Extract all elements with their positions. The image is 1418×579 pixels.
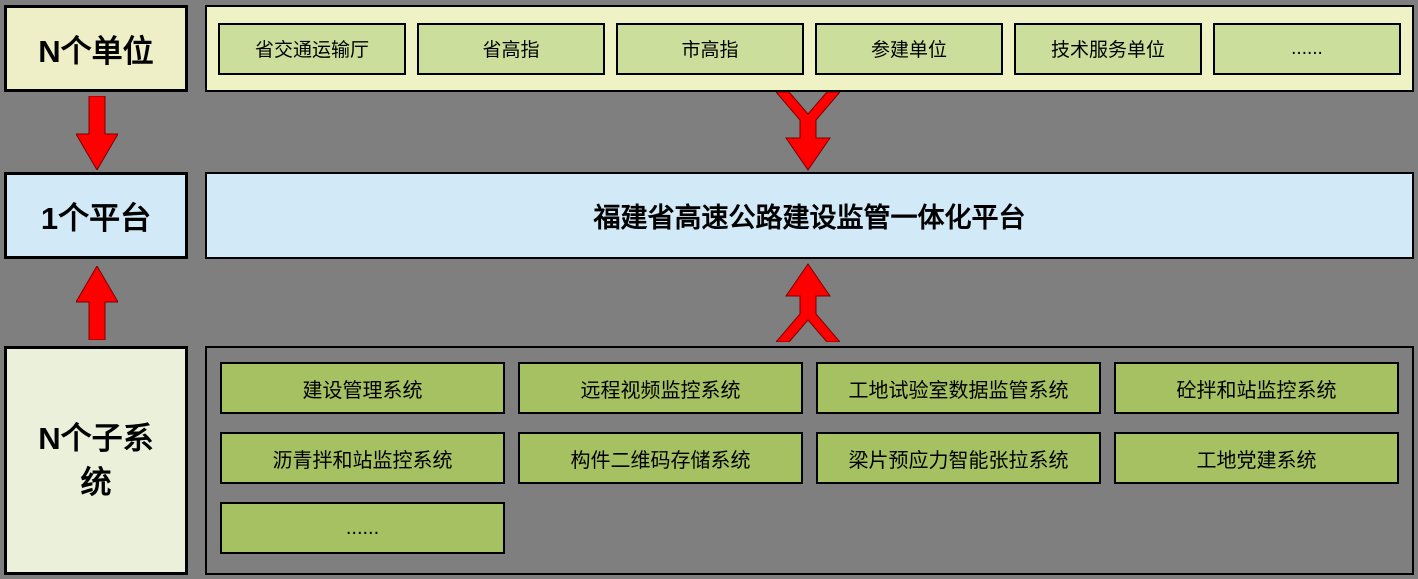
- subsystem-box: 构件二维码存储系统: [518, 432, 803, 484]
- unit-box: 技术服务单位: [1014, 22, 1202, 75]
- center-merge-down-arrow-icon: [776, 92, 840, 171]
- subsystems-grid: 建设管理系统 远程视频监控系统 工地试验室数据监管系统 砼拌和站监控系统 沥青拌…: [205, 346, 1414, 575]
- units-row: 省交通运输厅 省高指 市高指 参建单位 技术服务单位 ......: [205, 5, 1414, 92]
- subsystem-box: 工地党建系统: [1114, 432, 1399, 484]
- unit-box: 省交通运输厅: [218, 22, 406, 75]
- subsystems-row-label: N个子系统: [4, 346, 188, 575]
- unit-box: 省高指: [417, 22, 605, 75]
- unit-box: ......: [1213, 22, 1401, 75]
- center-merge-up-arrow-icon: [776, 263, 840, 342]
- subsystem-box: 沥青拌和站监控系统: [220, 432, 505, 484]
- unit-box: 市高指: [616, 22, 804, 75]
- platform-row-label: 1个平台: [4, 172, 188, 259]
- subsystem-box: 工地试验室数据监管系统: [816, 362, 1101, 414]
- platform-title-box: 福建省高速公路建设监管一体化平台: [205, 172, 1414, 259]
- subsystem-box: 建设管理系统: [220, 362, 505, 414]
- left-up-arrow-icon: [76, 266, 118, 340]
- left-down-arrow-icon: [76, 96, 118, 170]
- top-row-label: N个单位: [4, 5, 188, 92]
- unit-box: 参建单位: [815, 22, 1003, 75]
- subsystem-box: 砼拌和站监控系统: [1114, 362, 1399, 414]
- subsystem-box: 远程视频监控系统: [518, 362, 803, 414]
- subsystem-box: 梁片预应力智能张拉系统: [816, 432, 1101, 484]
- subsystem-box: ......: [220, 502, 505, 554]
